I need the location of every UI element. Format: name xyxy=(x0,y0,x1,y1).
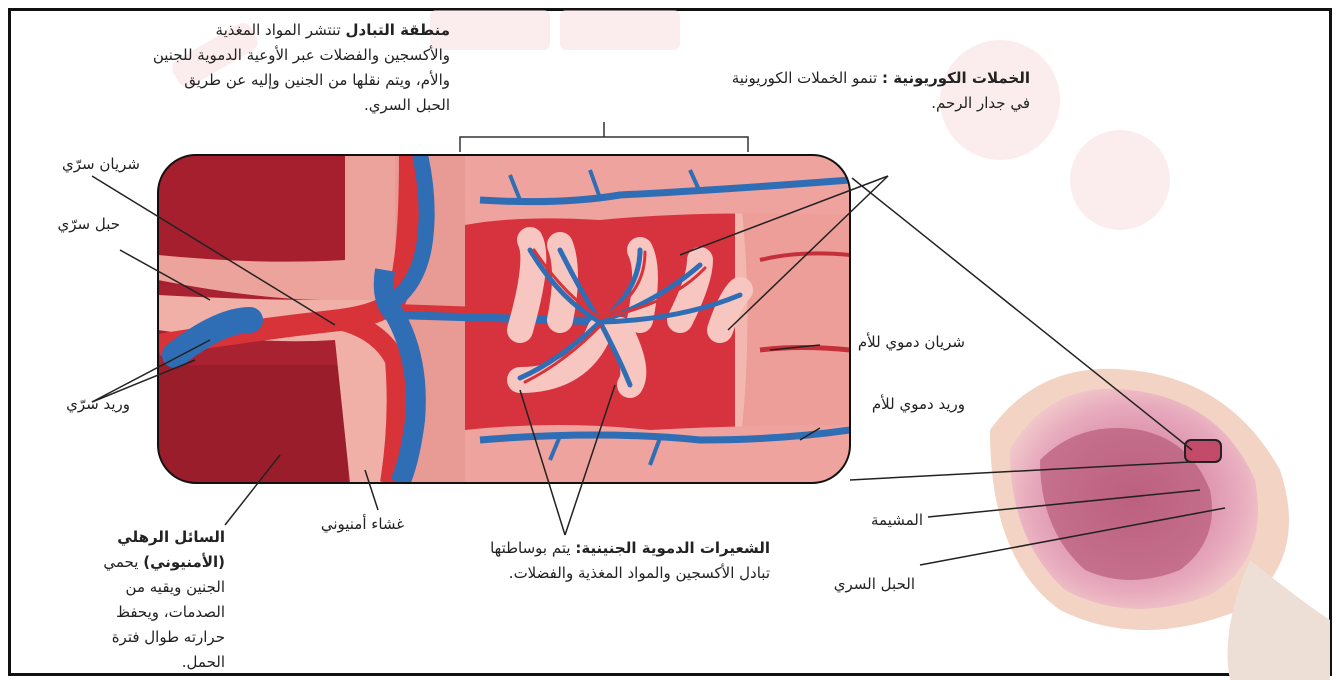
closeup-box xyxy=(158,155,850,483)
amniotic-membrane-label: غشاء أمنيوني xyxy=(320,512,405,537)
maternal-artery-line2: دموي للأم xyxy=(858,333,920,351)
chorionic-villi-label: الخملات الكوريونية : تنمو الخملات الكوري… xyxy=(730,66,1030,116)
maternal-vein-line2: دموي للأم xyxy=(872,395,934,413)
maternal-artery-line1: شريان xyxy=(924,333,965,351)
maternal-artery-label: شريان دموي للأم xyxy=(855,330,965,355)
amniotic-fluid-label: السائل الرهلي (الأمنيوني) يحمي الجنين وي… xyxy=(75,525,225,675)
exchange-zone-bracket xyxy=(460,122,748,152)
fetal-capillaries-label: الشعيرات الدموية الجنينية: يتم بوساطتها … xyxy=(470,536,770,586)
placenta-label: المشيمة xyxy=(818,508,923,533)
chorionic-villi-title: الخملات الكوريونية : xyxy=(882,69,1030,87)
umbilical-vein-label: وريد سرّي xyxy=(20,392,130,417)
amniotic-membrane-line2: أمنيوني xyxy=(321,515,367,533)
womb-illustration xyxy=(990,369,1330,680)
amniotic-membrane-line1: غشاء xyxy=(371,515,404,533)
maternal-vein-label: وريد دموي للأم xyxy=(855,392,965,417)
exchange-zone-title: منطقة التبادل xyxy=(345,21,450,39)
cord-label: الحبل السري xyxy=(805,572,915,597)
umbilical-cord-label: حبل سرّي xyxy=(20,212,120,237)
exchange-zone-label: منطقة التبادل تنتشر المواد المغذية والأك… xyxy=(150,18,450,118)
umbilical-artery-label: شريان سرّي xyxy=(20,152,140,177)
fetal-capillaries-title: الشعيرات الدموية الجنينية: xyxy=(575,539,770,557)
maternal-vein-line1: وريد xyxy=(938,395,965,413)
